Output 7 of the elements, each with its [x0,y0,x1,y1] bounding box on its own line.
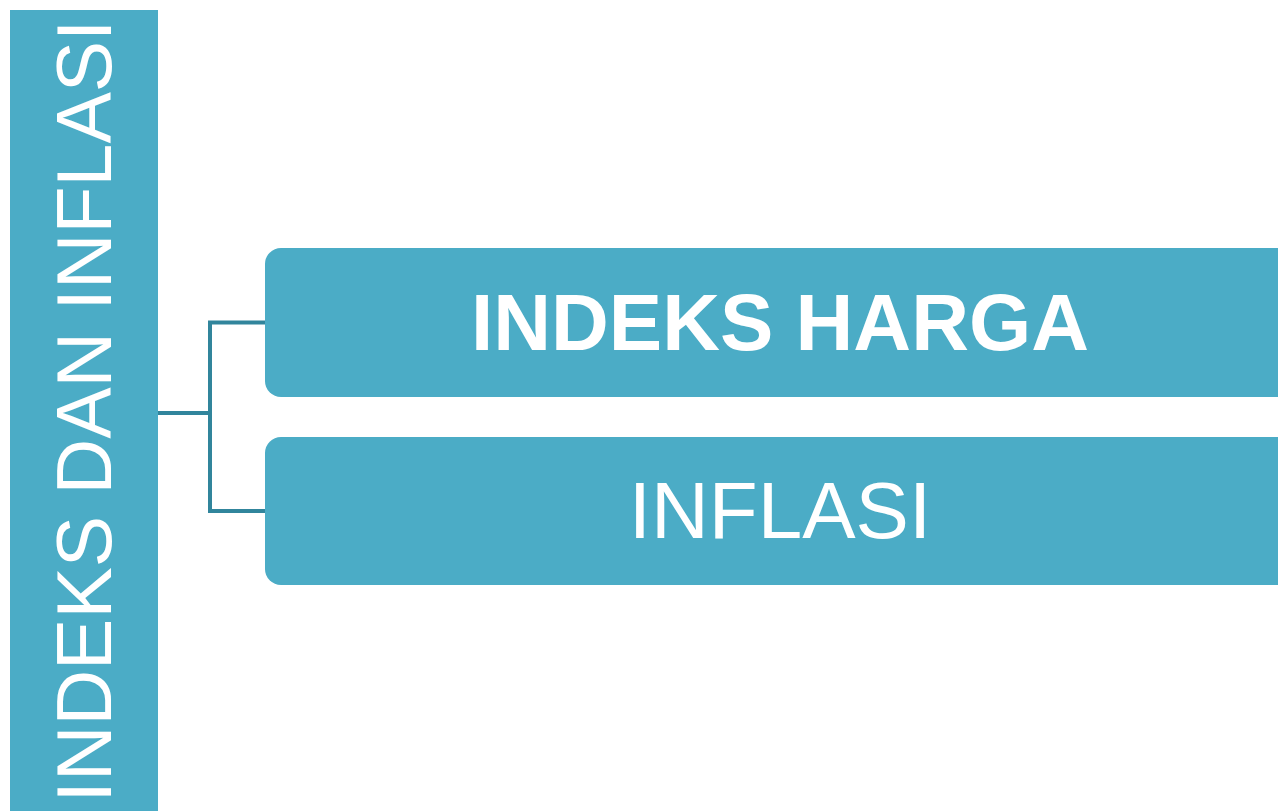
box-label: INDEKS HARGA [471,276,1089,369]
topic-box [265,437,1278,585]
title-bar [10,10,158,811]
connector-line [158,411,265,513]
vertical-title: INDEKS DAN INFLASI [39,19,128,802]
box-label: INFLASI [628,465,932,557]
topic-box [265,248,1278,397]
